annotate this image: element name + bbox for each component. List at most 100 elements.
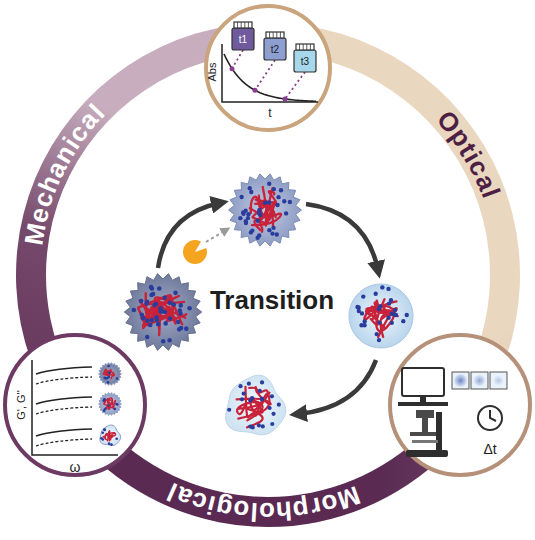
frame-particle — [474, 375, 485, 386]
polymer-chain — [250, 188, 274, 222]
microscope-base — [406, 450, 448, 457]
ring-letter: a — [172, 482, 195, 511]
vial-cap — [296, 44, 314, 50]
monitor — [402, 368, 444, 396]
cap-ridge — [303, 44, 304, 50]
blue-dot — [163, 295, 168, 300]
blue-dot — [256, 219, 260, 223]
enzyme-icon — [183, 240, 207, 264]
blue-dot — [277, 403, 281, 407]
ring-letter: M — [20, 221, 49, 247]
blue-dot — [167, 300, 172, 305]
desk — [398, 402, 448, 406]
particle-halo — [99, 393, 122, 416]
enzyme-arrow — [206, 230, 226, 242]
blue-dot — [390, 321, 394, 325]
ring-letter: e — [24, 204, 53, 225]
blue-dot — [116, 403, 119, 406]
mechanical-inset — [5, 335, 145, 475]
blue-dot — [275, 232, 279, 236]
blue-dot — [145, 300, 150, 305]
blue-dot — [227, 408, 231, 412]
frame-particle — [454, 374, 467, 387]
blue-dot — [260, 396, 264, 400]
blue-dot — [377, 307, 381, 311]
ring-letter: l — [164, 479, 181, 506]
sample-stage — [412, 440, 438, 443]
dotted-leader — [232, 50, 243, 69]
blue-dot — [386, 316, 390, 320]
particle-halo — [229, 174, 302, 246]
blue-dot — [257, 233, 261, 237]
frame — [452, 372, 469, 389]
ring-letter: i — [58, 133, 84, 153]
blue-dot — [187, 306, 192, 311]
clock-face — [478, 406, 502, 430]
blue-dot — [260, 397, 264, 401]
axis-label: Abs — [207, 63, 218, 82]
blue-dot — [374, 292, 378, 296]
vial-label: t3 — [301, 57, 309, 67]
vial-body — [232, 28, 254, 50]
axis-label: ω — [70, 460, 81, 474]
blue-dot — [276, 195, 280, 199]
blue-dot — [239, 195, 243, 199]
blue-dot — [161, 339, 166, 344]
blue-dot — [246, 212, 250, 216]
blue-dot — [249, 190, 253, 194]
polymer-chain — [237, 402, 259, 414]
ring-letter: h — [275, 498, 293, 525]
frame — [490, 372, 507, 389]
vial-label: t2 — [271, 45, 279, 55]
curve-point — [283, 97, 288, 102]
storage-modulus — [36, 429, 92, 436]
axis-label: t — [268, 107, 271, 119]
blue-dot — [258, 389, 262, 393]
blue-dot — [184, 326, 189, 331]
blue-dot — [271, 226, 275, 230]
blue-dot — [275, 203, 279, 207]
blue-dot — [267, 228, 271, 232]
vial-cap — [234, 22, 252, 28]
curve-point — [253, 88, 258, 93]
blue-dot — [257, 208, 261, 212]
blue-dot — [361, 294, 365, 298]
nanoparticle — [226, 375, 286, 435]
storage-modulus — [36, 367, 92, 374]
microscope-setup — [398, 368, 507, 457]
vial-label: t1 — [239, 35, 247, 45]
blue-dot — [101, 431, 104, 434]
cap-ridge — [280, 32, 281, 38]
blue-dot — [151, 292, 156, 297]
blue-dot — [282, 199, 286, 203]
nanoparticle — [99, 363, 122, 386]
polymer-chain — [107, 399, 114, 410]
blue-dot — [141, 316, 146, 321]
blue-dot — [104, 407, 107, 410]
morphological-band — [90, 432, 446, 527]
vial-body — [264, 38, 286, 60]
blue-dot — [178, 303, 183, 308]
cap-ridge — [241, 22, 242, 28]
particle-halo — [124, 274, 202, 351]
blue-dot — [116, 377, 119, 380]
blue-dot — [178, 311, 183, 316]
blue-dot — [100, 437, 103, 440]
insets — [5, 6, 530, 475]
optical-inset — [206, 6, 330, 130]
blue-dot — [267, 200, 271, 204]
blue-dot — [139, 299, 144, 304]
ring-letter: c — [29, 188, 58, 210]
blue-dot — [154, 315, 159, 320]
blue-dot — [247, 382, 251, 386]
nanoparticle — [99, 393, 122, 416]
blue-dot — [242, 391, 246, 395]
polymer-chain — [251, 197, 268, 216]
polymer-chain — [254, 201, 275, 230]
blue-dot — [272, 187, 276, 191]
blue-dot — [377, 338, 381, 342]
blue-dot — [375, 332, 379, 336]
blue-dot — [168, 316, 173, 321]
